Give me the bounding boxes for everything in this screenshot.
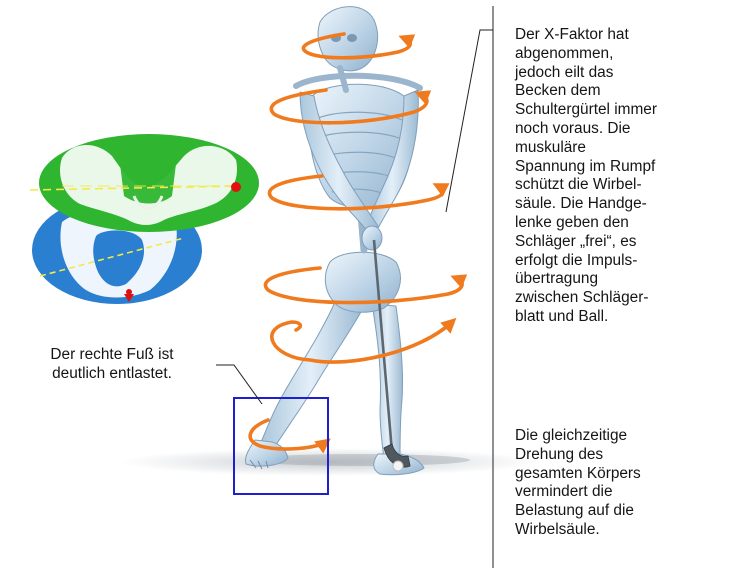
skeleton-golfer (245, 7, 424, 475)
leader-right (446, 30, 493, 212)
golf-ball (393, 461, 403, 471)
pelvis-top-marker (231, 182, 241, 192)
right-paragraph-1: Der X-Faktor hat abgenommen, jedoch eilt… (515, 26, 731, 327)
rotation-arrow-legs (272, 322, 452, 362)
right-paragraph-2: Die gleichzeitige Drehung des gesamten K… (515, 427, 731, 540)
foot-note: Der rechte Fuß ist deutlich entlastet. (22, 346, 202, 384)
